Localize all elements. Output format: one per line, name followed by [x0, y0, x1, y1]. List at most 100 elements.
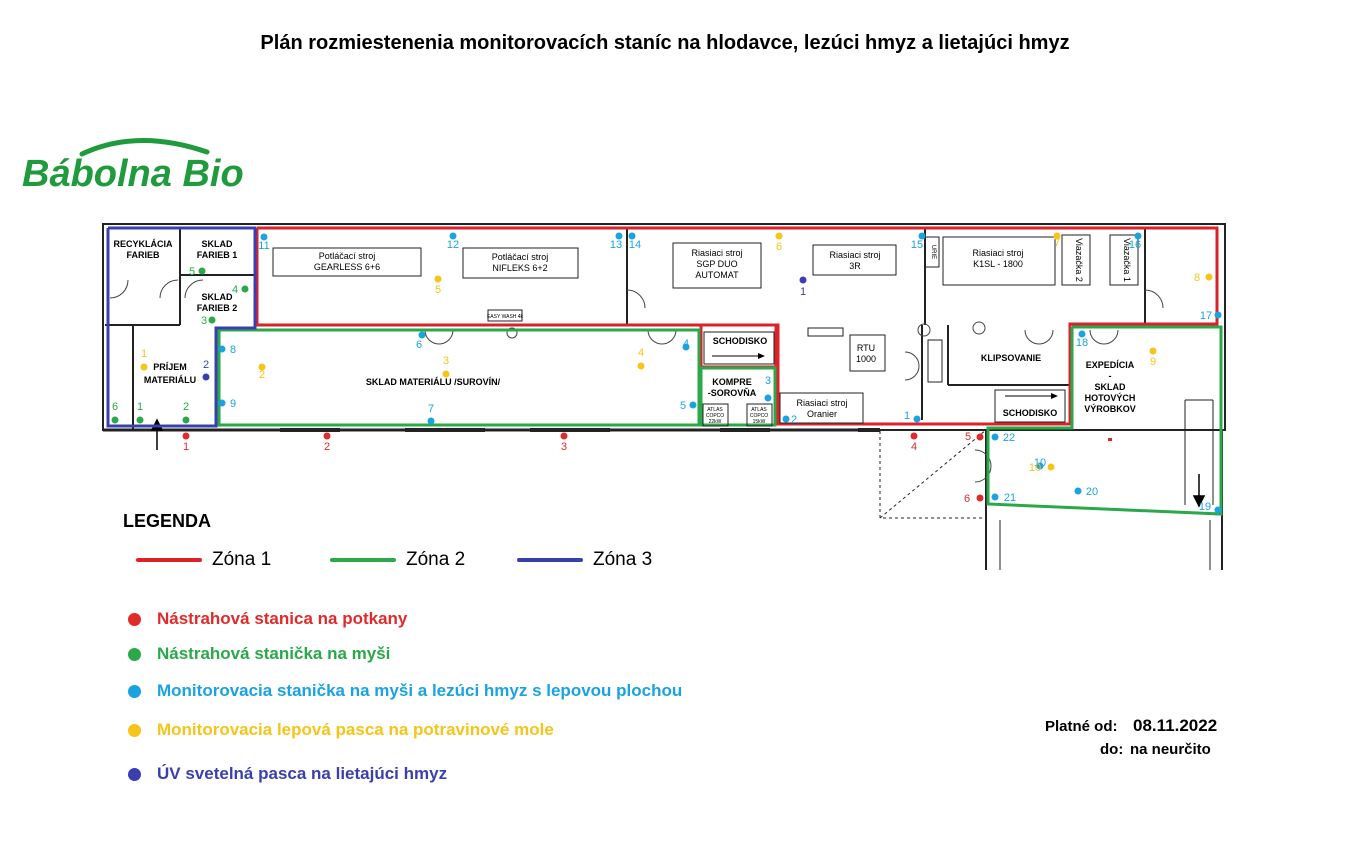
station-insect-19: 19 — [1199, 501, 1222, 514]
moth-station-dot — [434, 275, 442, 283]
uv-station-number: 1 — [800, 286, 806, 298]
station-moth-3: 3 — [442, 355, 450, 378]
station-rat-5: 5 — [965, 431, 984, 443]
insect-station-dot — [764, 394, 772, 402]
zone-3-label: Zóna 3 — [593, 549, 653, 570]
insect-station-dot — [615, 232, 623, 240]
legend-item-rat-label: Nástrahová stanica na potkany — [157, 609, 408, 628]
door-swings — [109, 279, 1164, 483]
station-mouse-6: 6 — [111, 401, 119, 424]
station-rat-4: 4 — [910, 432, 918, 453]
moth-station-number: 2 — [259, 369, 265, 381]
insect-station-number: 9 — [230, 398, 236, 410]
station-mouse-4: 4 — [232, 284, 249, 296]
room-label-schodisko-1: SCHODISKO — [713, 336, 768, 346]
station-insect-5: 5 — [680, 400, 697, 412]
insect-station-dot — [682, 343, 690, 351]
station-moth-7: 7 — [1053, 232, 1061, 249]
legend-zone-1: Zóna 1 — [136, 549, 271, 571]
station-moth-1: 1 — [140, 348, 148, 371]
station-insect-12: 12 — [447, 232, 459, 251]
legend-zone-2: Zóna 2 — [330, 549, 465, 571]
insect-station-number: 21 — [1004, 492, 1016, 504]
insect-station-dot — [918, 232, 926, 240]
moth-trap-icon — [128, 723, 141, 737]
insect-station-dot — [1134, 232, 1142, 240]
rat-station-number: 5 — [965, 431, 971, 443]
valid-from-value: 08.11.2022 — [1133, 716, 1218, 735]
uv-station-dot — [799, 276, 807, 284]
insect-station-number: 2 — [791, 414, 797, 426]
rat-station-dot — [560, 432, 568, 440]
station-moth-9: 9 — [1149, 347, 1157, 368]
insect-station-number: 16 — [1129, 239, 1141, 251]
legend-item-uv: ÚV svetelná pasca na lietajúci hmyz — [128, 764, 447, 784]
station-insect-8: 8 — [218, 344, 236, 356]
station-uv-2: 2 — [202, 359, 210, 381]
legend-item-moth-label: Monitorovacia lepová pasca na potravinov… — [157, 720, 554, 739]
rat-station-dot — [323, 432, 331, 440]
logo-swoosh — [79, 138, 210, 157]
legend-item-insect: Monitorovacia stanička na myši a lezúci … — [128, 681, 682, 701]
insect-station-number: 4 — [683, 338, 689, 350]
zone-3-swatch — [517, 558, 583, 562]
station-uv-1: 1 — [799, 276, 807, 298]
insect-station-dot — [1214, 311, 1222, 319]
station-insect-4: 4 — [682, 338, 690, 351]
insect-station-dot — [1036, 462, 1044, 470]
insect-station-number: 6 — [416, 339, 422, 351]
station-moth-10: 10 — [1029, 462, 1055, 474]
insect-station-number: 14 — [629, 239, 641, 251]
insect-station-number: 11 — [258, 240, 269, 252]
zone-2-label: Zóna 2 — [406, 549, 466, 570]
moth-station-dot — [775, 232, 783, 240]
legend-item-moth: Monitorovacia lepová pasca na potravinov… — [128, 720, 554, 740]
station-insect-10: 10 — [1034, 457, 1046, 470]
mouse-station-number: 3 — [201, 315, 207, 327]
insect-station-number: 22 — [1003, 432, 1015, 444]
zone-2-outline — [217, 325, 1223, 516]
moth-station-number: 5 — [435, 284, 441, 296]
room-label-kompresorovna: KOMPRE-SOROVŇA — [708, 377, 757, 398]
mouse-station-number: 5 — [189, 266, 195, 278]
station-insect-17: 17 — [1200, 310, 1222, 322]
moth-station-dot — [1205, 273, 1213, 281]
station-mouse-1: 1 — [136, 401, 144, 424]
station-rat-6: 6 — [964, 493, 984, 505]
valid-to-value: na neurčito — [1130, 741, 1211, 758]
valid-to-label: do: — [1100, 741, 1124, 758]
mouse-station-dot — [208, 316, 216, 324]
rat-station-dot — [976, 494, 984, 502]
insect-station-number: 17 — [1200, 310, 1212, 322]
room-label-sklad-materialu: SKLAD MATERIÁLU /SUROVÍN/ — [366, 377, 501, 387]
insect-station-dot — [991, 433, 999, 441]
building-walls — [102, 223, 1226, 570]
insect-station-dot — [418, 331, 426, 339]
rat-station-number: 2 — [324, 441, 330, 453]
insect-station-dot — [218, 399, 226, 407]
station-mouse-2: 2 — [182, 401, 190, 424]
moth-station-number: 7 — [1054, 237, 1060, 249]
station-mouse-5: 5 — [189, 266, 206, 278]
station-rat-1: 1 — [182, 432, 190, 453]
rat-station-dot — [182, 432, 190, 440]
moth-station-dot — [637, 362, 645, 370]
moth-station-number: 8 — [1194, 272, 1200, 284]
station-insect-3: 3 — [764, 375, 772, 402]
insect-station-dot — [1074, 487, 1082, 495]
mouse-station-icon — [128, 647, 141, 661]
moth-station-number: 4 — [638, 347, 644, 359]
entrance-arrows — [150, 418, 1206, 508]
moth-station-dot — [140, 363, 148, 371]
room-label-klipsovanie: KLIPSOVANIE — [981, 353, 1041, 363]
insect-station-dot — [991, 493, 999, 501]
machine-urie: URIE — [930, 245, 936, 259]
rat-station-dot — [976, 433, 984, 441]
